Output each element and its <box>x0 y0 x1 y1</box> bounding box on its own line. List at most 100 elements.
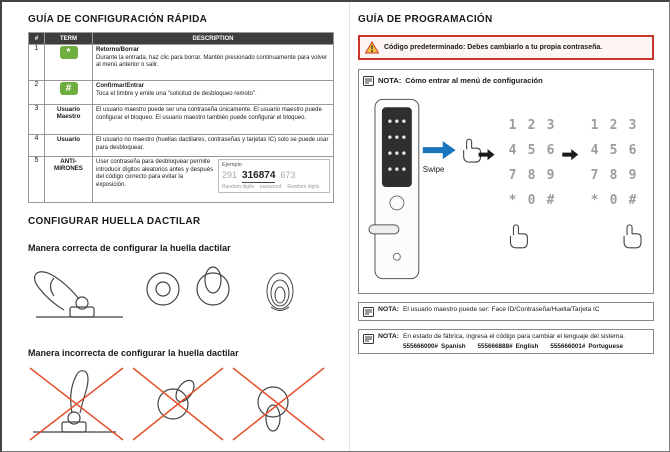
header-description: DESCRIPTION <box>92 32 334 45</box>
config-menu-note: NOTA: Cómo entrar al menú de configuraci… <box>358 69 654 294</box>
incorrect-fingerprint-illustration <box>29 367 325 441</box>
master-user-note: NOTA: El usuario maestro puede ser: Face… <box>358 302 654 321</box>
code-value: 555666888# <box>477 343 513 351</box>
hand-icon <box>509 224 528 249</box>
prefix-caption: Random digits <box>222 184 254 191</box>
key-2: 2 <box>527 118 536 133</box>
note-label: NOTA: <box>378 333 400 340</box>
quick-config-title: GUÍA DE CONFIGURACIÓN RÁPIDA <box>28 14 208 25</box>
random-digits-prefix: 291 <box>222 169 238 180</box>
row-term: ANTI-MIRONES <box>44 156 93 203</box>
correct-fingerprint-illustration <box>33 266 294 318</box>
note-icon <box>363 76 374 86</box>
language-name: Portuguese <box>588 343 623 351</box>
language-codes: 555666000#Spanish 555666888#English 5556… <box>403 343 625 350</box>
row-desc: El usuario maestro puede ser una contras… <box>96 107 322 121</box>
language-note: NOTA: En estado de fábrica, ingresa el c… <box>358 329 654 355</box>
row-num: 2 <box>28 80 45 105</box>
hand-icon <box>463 138 482 163</box>
anti-peep-example: Ejemplo 291 316874 673 Random digits pas… <box>218 159 330 193</box>
password-caption: password <box>259 184 282 191</box>
warning-icon <box>365 41 379 54</box>
key-6: 6 <box>546 143 555 158</box>
key-7: 7 <box>508 168 517 183</box>
row-num: 3 <box>28 104 45 135</box>
header-num: # <box>28 32 45 45</box>
key-2: 2 <box>609 118 618 133</box>
left-column: GUÍA DE CONFIGURACIÓN RÁPIDA # TERM DESC… <box>28 14 334 451</box>
right-arrow-icon <box>562 149 579 161</box>
key-8: 8 <box>609 168 618 183</box>
key-9: 9 <box>546 168 555 183</box>
example-label: Ejemplo <box>222 162 242 168</box>
key-3: 3 <box>546 118 555 133</box>
language-code-item: 555666001#Portuguese <box>550 343 623 350</box>
default-code-warning: Código predeterminado: Debes cambiarlo a… <box>358 35 654 60</box>
code-value: 555666001# <box>550 343 586 351</box>
language-code-item: 555666888#English <box>478 343 539 350</box>
warning-text: Código predeterminado: Debes cambiarlo a… <box>384 44 603 51</box>
hash-key-icon: # <box>59 82 78 95</box>
key-hash: # <box>628 193 637 208</box>
incorrect-way-title: Manera incorrecta de configurar la huell… <box>28 348 239 358</box>
correct-way-title: Manera correcta de configurar la huella … <box>28 243 231 253</box>
fingerprint-section-title: CONFIGURAR HUELLA DACTILAR <box>28 216 201 227</box>
row-num: 5 <box>28 156 45 203</box>
password-digits: 316874 <box>242 170 276 184</box>
table-row: 5 ANTI-MIRONES User contraseña para desb… <box>28 156 334 203</box>
table-row: 3 Usuario Maestro El usuario maestro pue… <box>28 104 334 135</box>
row-title: Confirmar/Entrar <box>96 83 145 89</box>
random-digits-suffix: 673 <box>280 169 296 180</box>
key-5: 5 <box>527 143 536 158</box>
row-num: 4 <box>28 134 45 157</box>
key-6: 6 <box>628 143 637 158</box>
key-0: 0 <box>527 193 536 208</box>
key-asterisk: * <box>590 193 599 208</box>
key-3: 3 <box>628 118 637 133</box>
row-num: 1 <box>28 44 45 81</box>
table-row: 4 Usuario El usuario no maestro (huellas… <box>28 134 334 157</box>
key-8: 8 <box>527 168 536 183</box>
row-desc: Durante la entrada, haz clic para borrar… <box>96 54 328 69</box>
lock-illustration: Swipe <box>368 98 642 280</box>
header-term: TERM <box>44 32 93 45</box>
note-label: NOTA: <box>378 306 400 313</box>
row-desc: User contraseña para desbloquear permite… <box>96 159 214 188</box>
key-asterisk: * <box>508 193 517 208</box>
key-hash: # <box>546 193 555 208</box>
key-4: 4 <box>590 143 599 158</box>
key-4: 4 <box>508 143 517 158</box>
note-label: NOTA: <box>378 76 402 85</box>
enter-menu-illustration: Swipe 1 2 3 4 5 6 7 8 9 * <box>363 89 649 289</box>
cross-out-lines <box>29 367 325 441</box>
row-desc: El usuario no maestro (huellas dactilare… <box>96 137 329 151</box>
row-desc: Toca el timbre y emite una "solicitud de… <box>96 90 257 97</box>
row-title: Retorno/Borrar <box>96 47 140 53</box>
language-code-item: 555666000#Spanish <box>403 343 466 350</box>
table-header-row: # TERM DESCRIPTION <box>28 32 334 45</box>
row-term: Usuario <box>44 134 93 157</box>
note-icon <box>363 334 374 344</box>
key-0: 0 <box>609 193 618 208</box>
code-value: 555666000# <box>403 343 439 351</box>
programming-guide-title: GUÍA DE PROGRAMACIÓN <box>358 14 493 25</box>
key-7: 7 <box>590 168 599 183</box>
swipe-arrow-icon <box>422 141 456 160</box>
swipe-label: Swipe <box>423 165 445 174</box>
note-text: Cómo entrar al menú de configuración <box>405 76 543 85</box>
page-fold-divider <box>349 2 350 451</box>
note-text: En estado de fábrica, ingresa el código … <box>403 333 625 340</box>
key-9: 9 <box>628 168 637 183</box>
keypad-2: 1 2 3 4 5 6 7 8 9 * 0 # <box>585 113 642 213</box>
suffix-caption: Random digits <box>287 184 320 191</box>
asterisk-key-icon: * <box>59 46 78 59</box>
key-1: 1 <box>590 118 599 133</box>
keypad-1: 1 2 3 4 5 6 7 8 9 * 0 # <box>503 113 560 213</box>
language-name: English <box>515 343 539 351</box>
note-icon <box>363 307 374 317</box>
hand-icon <box>623 224 642 249</box>
